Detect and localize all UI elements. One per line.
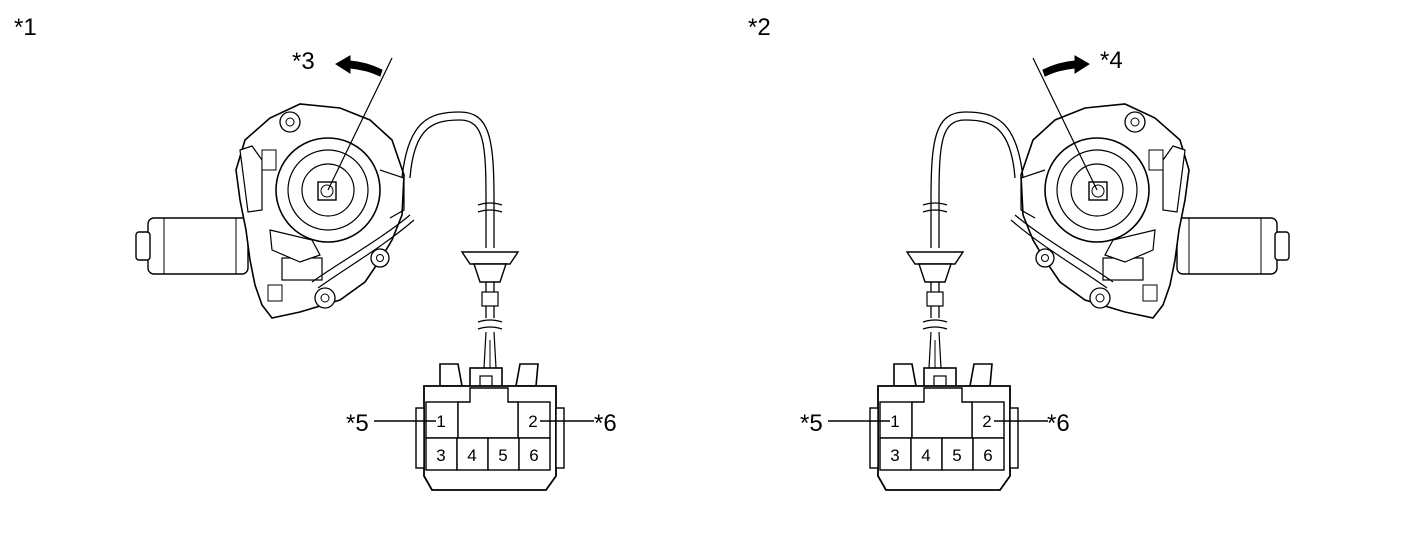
pin-numbers-right: 1 2 3 4 5 6 <box>890 412 992 465</box>
diagram-left-label: *1 <box>14 14 37 41</box>
pin-2-left: 2 <box>528 412 537 431</box>
pin-2-right: 2 <box>982 412 991 431</box>
motor-assembly-right <box>905 55 1290 369</box>
pin-6-left: 6 <box>529 446 538 465</box>
pin-callout-b-right: *6 <box>1047 410 1070 437</box>
pin-callout-a-right: *5 <box>800 410 823 437</box>
pin-4-left: 4 <box>467 446 476 465</box>
pin-5-left: 5 <box>498 446 507 465</box>
pin-callout-a-left: *5 <box>346 410 369 437</box>
pin-numbers-left: 1 2 3 4 5 6 <box>436 412 538 465</box>
connector-left <box>374 363 594 491</box>
pin-3-right: 3 <box>890 446 899 465</box>
pin-1-left: 1 <box>436 412 445 431</box>
pin-3-left: 3 <box>436 446 445 465</box>
motor-assembly-left <box>135 55 520 369</box>
pin-1-right: 1 <box>890 412 899 431</box>
rotation-left-label: *3 <box>292 48 315 75</box>
rotation-right-label: *4 <box>1100 47 1123 74</box>
pin-5-right: 5 <box>952 446 961 465</box>
pin-6-right: 6 <box>983 446 992 465</box>
diagram-right-label: *2 <box>748 14 771 41</box>
connector-right <box>828 363 1048 491</box>
pin-callout-b-left: *6 <box>594 410 617 437</box>
pin-4-right: 4 <box>921 446 930 465</box>
